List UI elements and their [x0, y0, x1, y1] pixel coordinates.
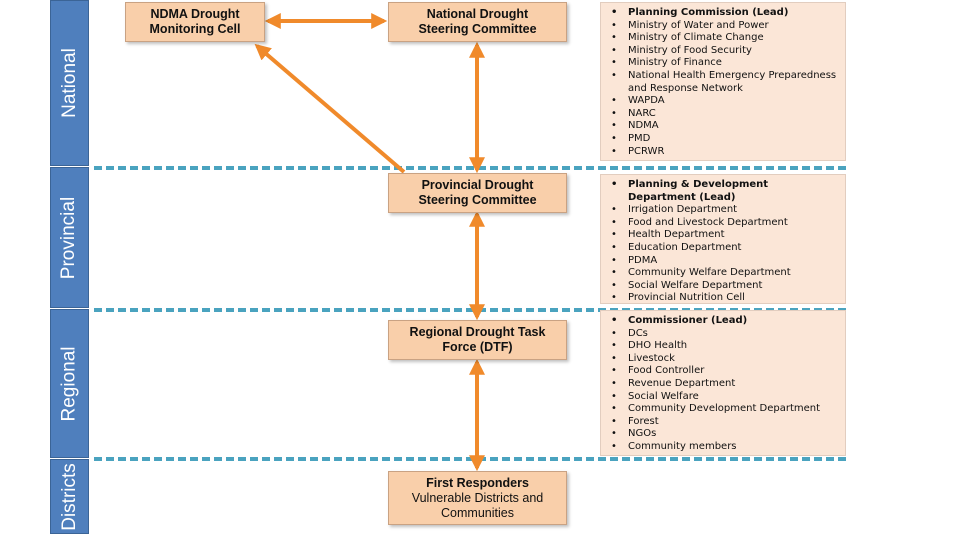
- arrow-provincial-ndma: [254, 43, 406, 174]
- list-item: NARC: [607, 108, 839, 121]
- list-item: Community members: [607, 441, 839, 454]
- level-districts: Districts: [50, 459, 89, 534]
- list-item: Community Welfare Department: [607, 267, 839, 280]
- list-item: Provincial Nutrition Cell: [607, 292, 839, 305]
- node-regional-line-1: Regional Drought Task: [409, 325, 546, 339]
- list-item: Revenue Department: [607, 378, 839, 391]
- level-regional: Regional: [50, 309, 89, 458]
- list-item: Ministry of Water and Power: [607, 20, 839, 33]
- node-first-responders-line-2: Communities: [441, 505, 514, 520]
- panel-provincial-members: Planning & Development Department (Lead)…: [600, 174, 846, 305]
- list-item: Ministry of Finance: [607, 57, 839, 70]
- list-item: Commissioner (Lead): [607, 315, 839, 328]
- node-first-responders-line-1: Vulnerable Districts and: [411, 490, 544, 505]
- node-national-line-2: Steering Committee: [418, 22, 537, 36]
- node-provincial-steering-committee: Provincial Drought Steering Committee: [388, 173, 567, 213]
- node-first-responders-title: First Responders: [426, 475, 529, 490]
- regional-members-list: Commissioner (Lead) DCs DHO Health Lives…: [607, 315, 839, 454]
- node-ndma-line-1: NDMA Drought: [150, 7, 240, 21]
- panel-national-members: Planning Commission (Lead) Ministry of W…: [600, 2, 846, 161]
- node-ndma-line-2: Monitoring Cell: [149, 22, 241, 36]
- list-item: Planning & Development Department (Lead): [607, 179, 839, 204]
- list-item: Food Controller: [607, 365, 839, 378]
- list-item: Ministry of Climate Change: [607, 32, 839, 45]
- list-item: PMD: [607, 133, 839, 146]
- node-national-steering-committee: National Drought Steering Committee: [388, 2, 567, 42]
- list-item: Social Welfare Department: [607, 280, 839, 293]
- node-provincial-line-1: Provincial Drought: [421, 178, 534, 192]
- national-members-list: Planning Commission (Lead) Ministry of W…: [607, 7, 839, 158]
- list-item: Irrigation Department: [607, 204, 839, 217]
- list-item: Food and Livestock Department: [607, 217, 839, 230]
- node-regional-line-2: Force (DTF): [442, 340, 513, 354]
- node-provincial-line-2: Steering Committee: [418, 193, 537, 207]
- list-item: DCs: [607, 328, 839, 341]
- list-item: Social Welfare: [607, 391, 839, 404]
- node-regional-task-force: Regional Drought Task Force (DTF): [388, 320, 567, 360]
- list-item: Education Department: [607, 242, 839, 255]
- list-item: National Health Emergency Preparedness a…: [607, 70, 839, 95]
- provincial-members-list: Planning & Development Department (Lead)…: [607, 179, 839, 305]
- node-first-responders: First Responders Vulnerable Districts an…: [388, 471, 567, 525]
- list-item: Planning Commission (Lead): [607, 7, 839, 20]
- list-item: PCRWR: [607, 146, 839, 159]
- list-item: Health Department: [607, 229, 839, 242]
- list-item: PDMA: [607, 255, 839, 268]
- list-item: NGOs: [607, 428, 839, 441]
- list-item: Community Development Department: [607, 403, 839, 416]
- panel-regional-members: Commissioner (Lead) DCs DHO Health Lives…: [600, 310, 846, 456]
- level-national: National: [50, 0, 89, 166]
- node-national-line-1: National Drought: [426, 7, 529, 21]
- level-provincial: Provincial: [50, 167, 89, 308]
- list-item: DHO Health: [607, 340, 839, 353]
- list-item: NDMA: [607, 120, 839, 133]
- list-item: Ministry of Food Security: [607, 45, 839, 58]
- list-item: WAPDA: [607, 95, 839, 108]
- list-item: Forest: [607, 416, 839, 429]
- list-item: Livestock: [607, 353, 839, 366]
- node-ndma-monitoring-cell: NDMA Drought Monitoring Cell: [125, 2, 265, 42]
